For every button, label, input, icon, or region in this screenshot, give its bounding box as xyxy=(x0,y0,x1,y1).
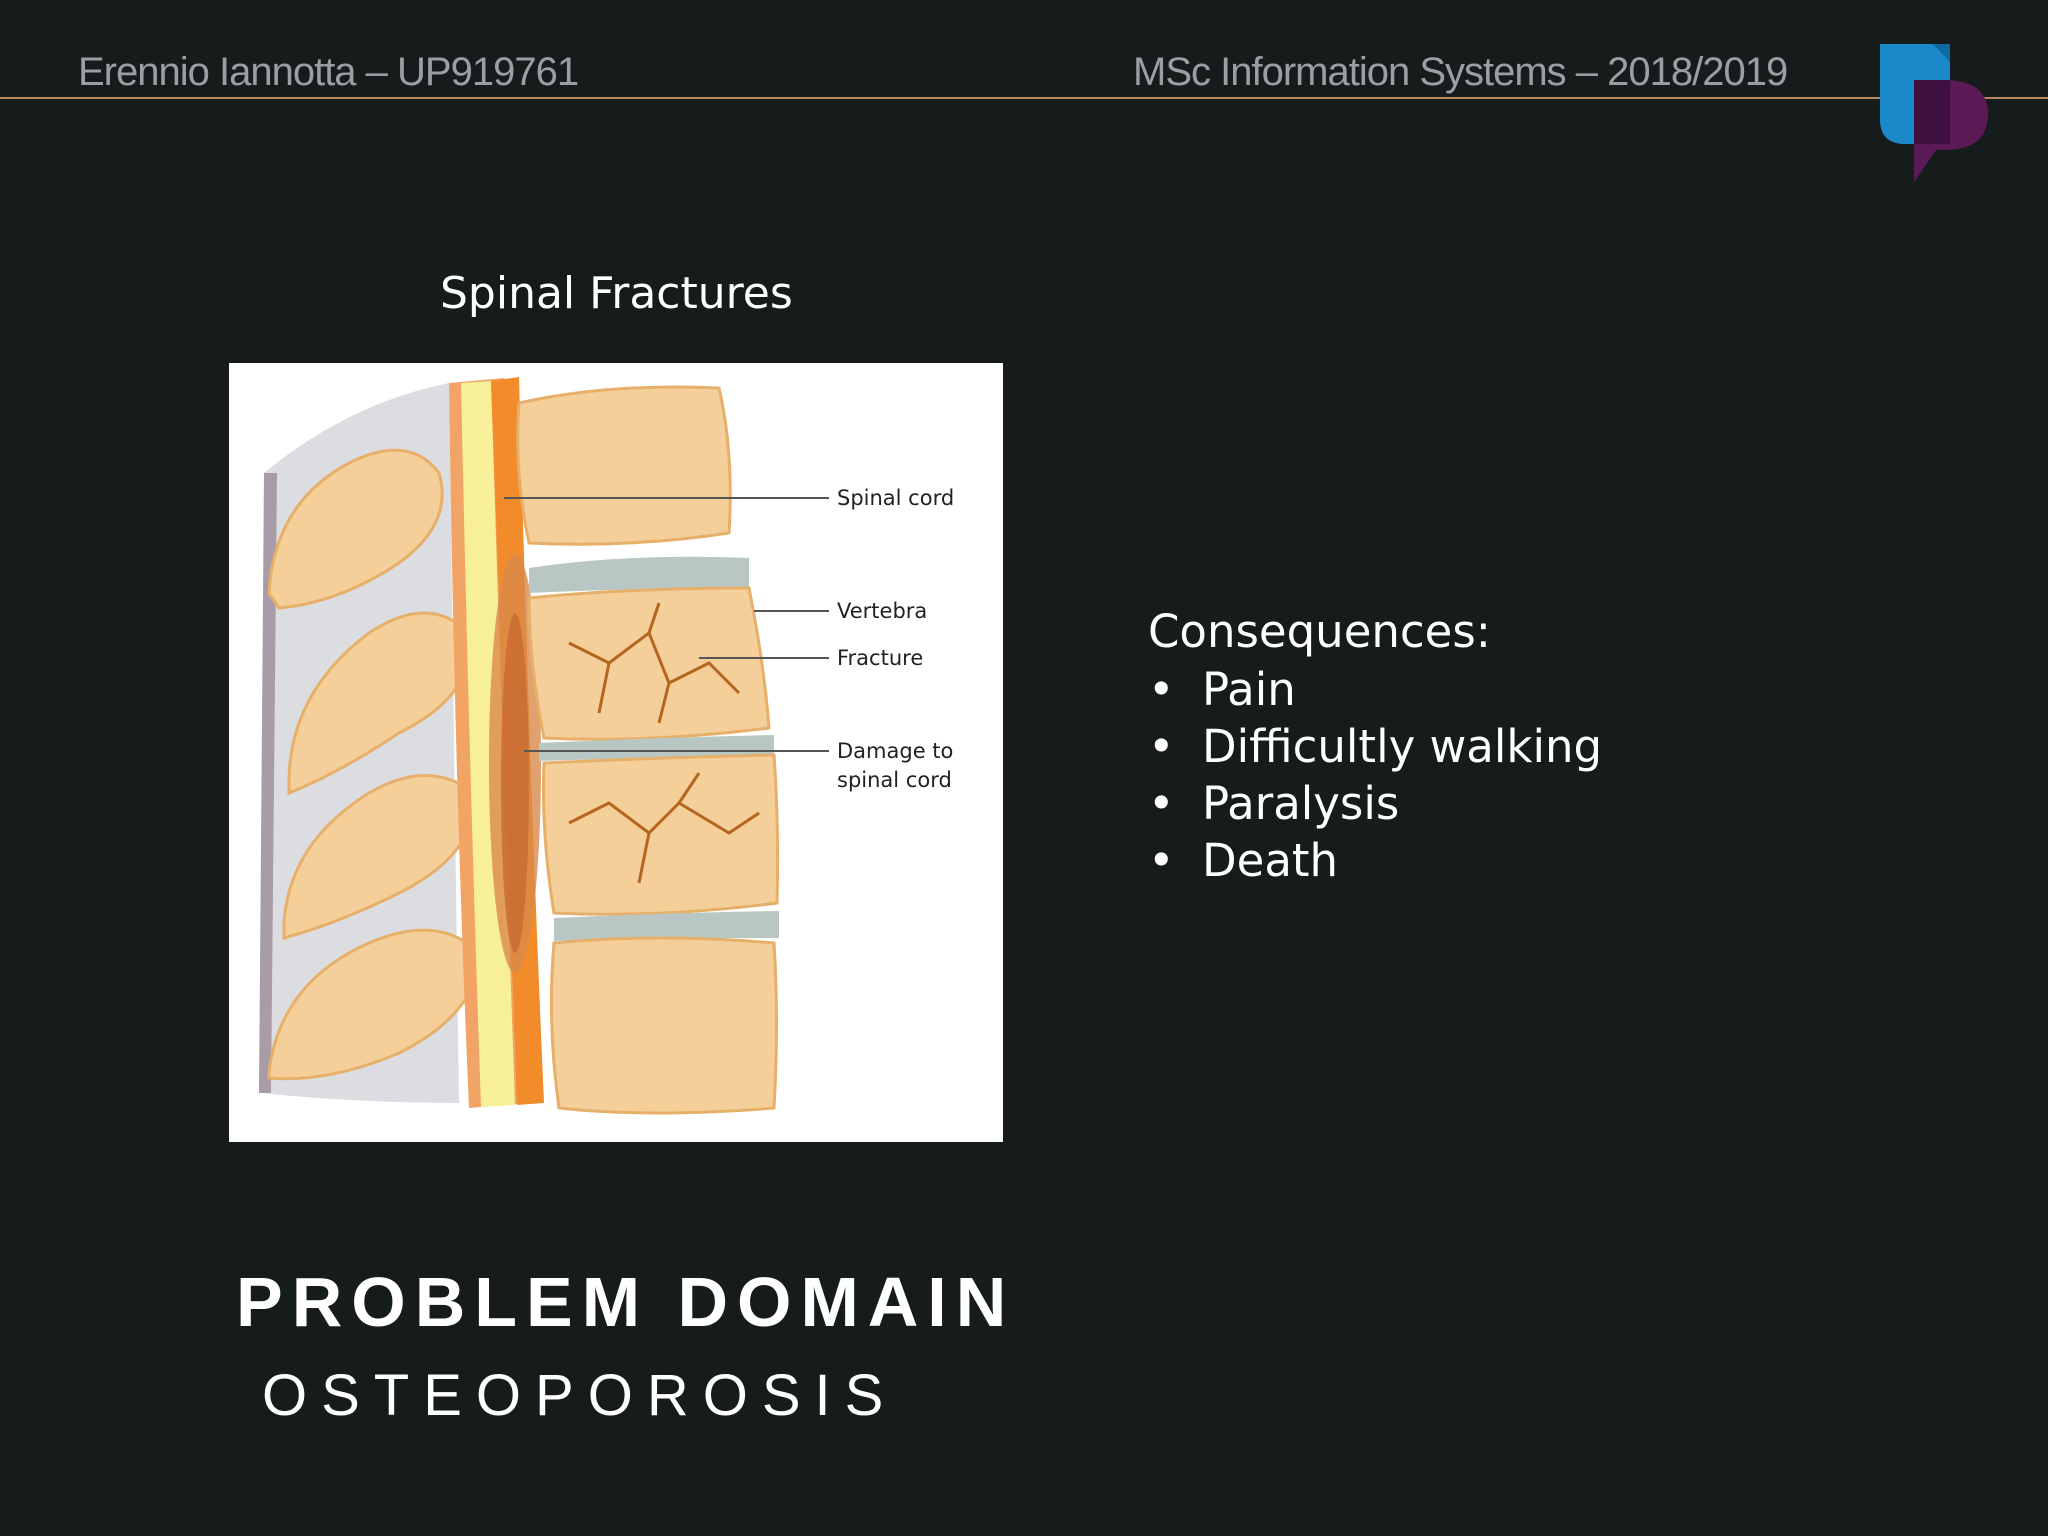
header-divider xyxy=(0,97,2048,99)
course-label: MSc Information Systems – 2018/2019 xyxy=(1133,50,1788,94)
list-item: • Pain xyxy=(1148,661,1602,718)
consequences-heading: Consequences: xyxy=(1148,605,1491,658)
university-logo-icon xyxy=(1878,42,1990,184)
bullet-icon: • xyxy=(1148,834,1175,887)
bullet-icon: • xyxy=(1148,720,1175,773)
label-vertebra: Vertebra xyxy=(837,599,927,623)
list-item: • Paralysis xyxy=(1148,775,1602,832)
consequences-items: • Pain • Difficultly walking • Paralysis • D… xyxy=(1148,661,1602,889)
list-item-text: Pain xyxy=(1202,663,1296,716)
label-damage-line2: spinal cord xyxy=(837,768,952,792)
consequences-list: Consequences: • Pain • Difficultly walking… xyxy=(1148,603,1602,889)
slide-title: PROBLEM DOMAIN xyxy=(236,1263,1016,1341)
list-item-text: Death xyxy=(1202,834,1339,887)
slide-subtitle: OSTEOPOROSIS xyxy=(262,1363,898,1428)
list-item: • Difficultly walking xyxy=(1148,718,1602,775)
figure-title: Spinal Fractures xyxy=(440,268,793,319)
bullet-icon: • xyxy=(1148,663,1175,716)
list-item-text: Difficultly walking xyxy=(1202,720,1603,773)
list-item: • Death xyxy=(1148,832,1602,889)
list-item-text: Paralysis xyxy=(1202,777,1400,830)
label-damage-line1: Damage to xyxy=(837,739,953,763)
author-label: Erennio Iannotta – UP919761 xyxy=(78,50,579,94)
label-fracture: Fracture xyxy=(837,646,923,670)
bullet-icon: • xyxy=(1148,777,1175,830)
label-spinal-cord: Spinal cord xyxy=(837,486,954,510)
spine-illustration: Spinal cord Vertebra Fracture Damage to … xyxy=(229,363,1003,1142)
